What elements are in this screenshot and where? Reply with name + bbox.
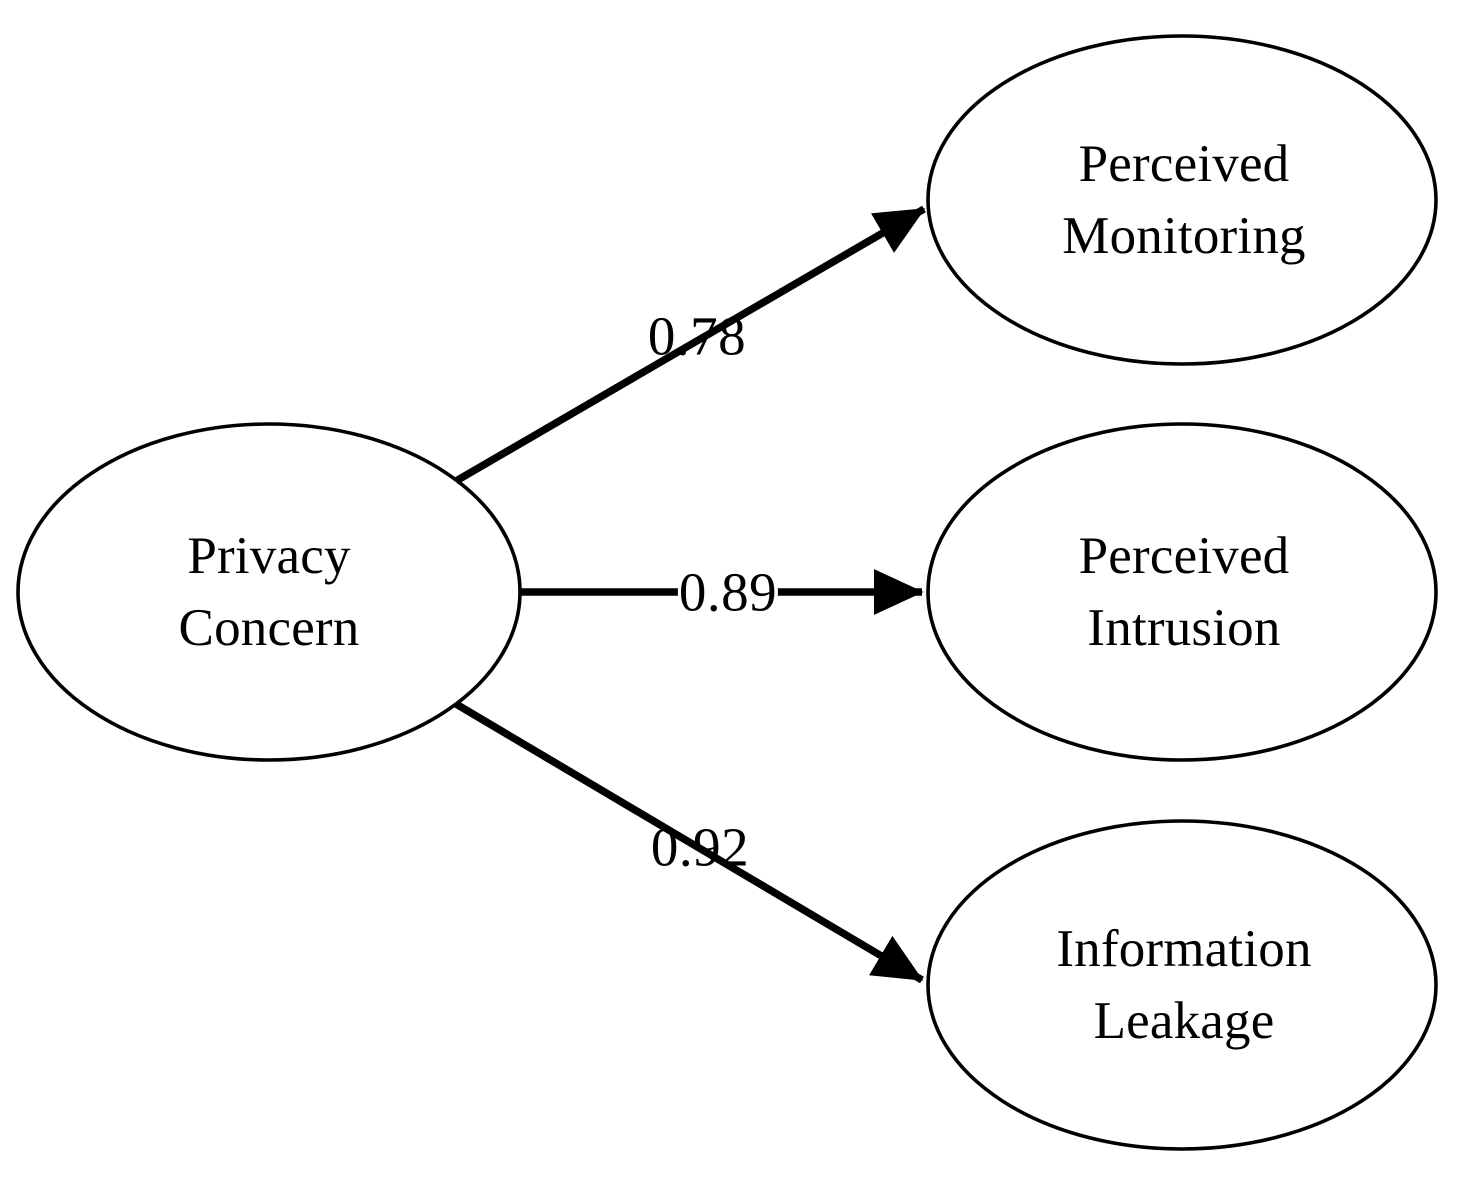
node-ellipse-privacy-concern[interactable] [16,422,522,762]
edge-label-intrusion-coefficient: 0.89 [677,561,779,623]
node-ellipse-perceived-intrusion[interactable] [926,422,1438,762]
node-ellipse-information-leakage[interactable] [926,819,1438,1151]
edge-line-privacy-to-monitoring[interactable] [454,205,926,485]
node-ellipse-perceived-monitoring[interactable] [926,34,1438,366]
edge-label-monitoring-coefficient: 0.78 [647,305,747,367]
edge-line-privacy-to-leakage[interactable] [454,700,924,984]
edge-label-leakage-coefficient: 0.92 [650,816,750,878]
